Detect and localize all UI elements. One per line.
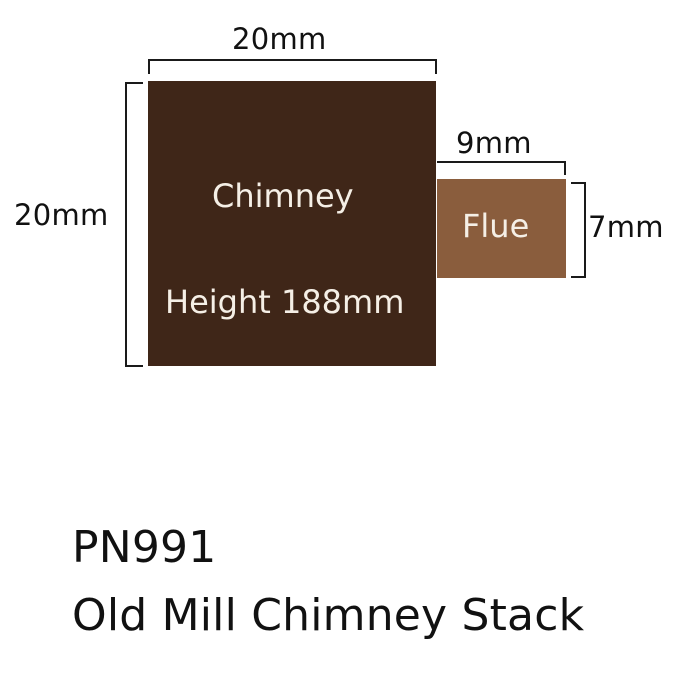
chimney-label: Chimney (212, 177, 354, 215)
flue-body: Flue (437, 179, 566, 278)
chimney-width-dimension: 20mm (232, 22, 327, 56)
flue-label: Flue (462, 207, 530, 245)
flue-height-dimension: 7mm (588, 210, 664, 244)
product-name: Old Mill Chimney Stack (72, 590, 585, 641)
chimney-depth-dimension: 20mm (14, 198, 109, 232)
chimney-body: Chimney Height 188mm (148, 81, 436, 366)
flue-width-dimension: 9mm (456, 126, 532, 160)
chimney-height-label: Height 188mm (165, 283, 405, 321)
product-code: PN991 (72, 522, 217, 573)
